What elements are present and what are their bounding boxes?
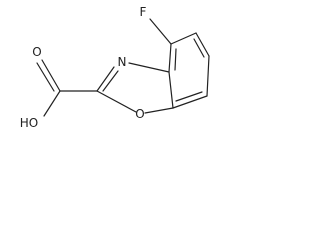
bond-c7-c7a-double [175, 91, 203, 102]
bond-c3a-n3 [128, 62, 170, 73]
oxazole-ring [96, 62, 174, 114]
atom-label-ring-oxygen: O [135, 107, 144, 121]
benzene-ring [168, 32, 210, 109]
carboxylic-acid-group [36, 59, 98, 117]
bond-c2-o1 [96, 90, 137, 113]
atom-label-nitrogen: N [118, 55, 127, 69]
atom-label-hydroxyl: HO [20, 116, 38, 130]
bond-o1-c7a [144, 107, 174, 114]
bond-c5-c6 [195, 32, 210, 57]
bond-c4-c5 [170, 32, 197, 45]
bond-c6-c7 [206, 55, 210, 97]
bond-cacid-hydroxyl [43, 90, 61, 117]
atom-label-fluorine: F [140, 5, 147, 19]
bond-n3-c2 [96, 66, 115, 92]
bond-n3-c2-double [102, 70, 119, 92]
bond-c4-f [149, 18, 172, 45]
bond-cacid-carbonyl-o-double [36, 62, 55, 92]
bond-c7a-c3a [168, 71, 174, 109]
bond-c7-c7a [172, 95, 208, 109]
bond-c3a-c4-double [174, 48, 177, 71]
atom-label-carbonyl-oxygen: O [32, 45, 41, 59]
bond-c5-c6-double [193, 38, 205, 58]
bond-cacid-carbonyl-o [41, 59, 61, 92]
molecule-diagram: F N O O HO [20, 5, 210, 130]
bond-c3a-c4 [168, 43, 172, 73]
